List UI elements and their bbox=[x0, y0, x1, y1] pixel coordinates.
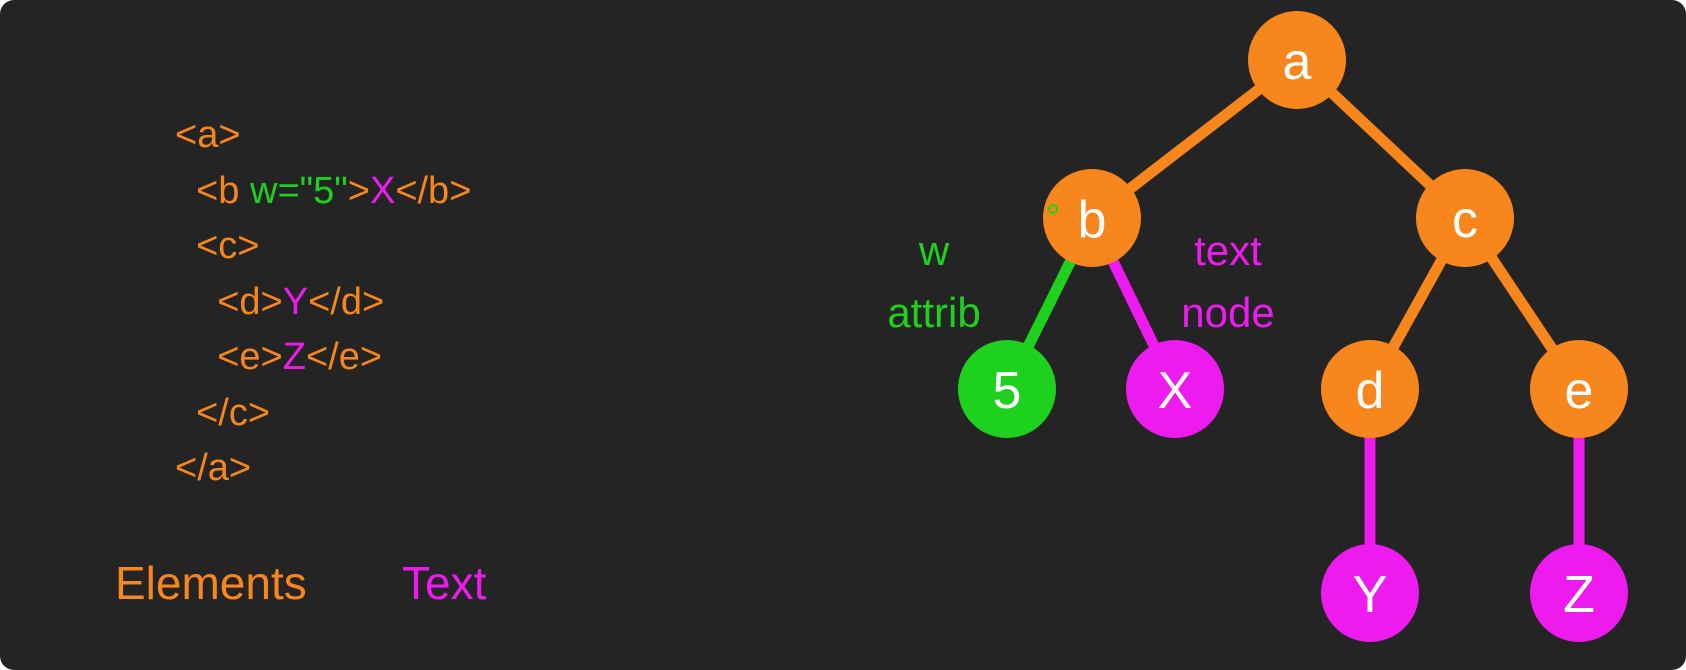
tree-node-circle bbox=[958, 340, 1056, 438]
code-token-element: <c> bbox=[175, 225, 260, 267]
tree-node-label: b bbox=[1078, 191, 1107, 249]
legend-elements: Elements bbox=[115, 557, 307, 609]
text-node-label: text node bbox=[1181, 227, 1274, 336]
code-line: </c> bbox=[175, 386, 471, 442]
tree-node-circle bbox=[1321, 544, 1419, 642]
attrib-label-line: w bbox=[918, 227, 950, 274]
tree-node-label: c bbox=[1452, 191, 1478, 249]
tree-node-circle bbox=[1416, 169, 1514, 267]
code-token-element: <b bbox=[175, 169, 250, 212]
tree-node-label: e bbox=[1565, 362, 1594, 420]
tree-node-circle bbox=[1530, 340, 1628, 438]
tree-node-X: X bbox=[1126, 340, 1224, 438]
code-token-element: <d> bbox=[175, 280, 283, 323]
code-token-text: Z bbox=[282, 336, 306, 378]
tree-node-circle bbox=[1043, 169, 1141, 267]
text-node-label-line: node bbox=[1181, 289, 1274, 336]
attrib-label: w attrib bbox=[887, 227, 980, 336]
code-token-element: </c> bbox=[175, 391, 271, 434]
code-token-element: </e> bbox=[305, 336, 383, 378]
code-line: <d>Y</d> bbox=[175, 275, 471, 331]
tree-node-circle bbox=[1530, 544, 1628, 642]
tree-node-label: 5 bbox=[993, 362, 1022, 420]
tree-node-5: 5 bbox=[958, 340, 1056, 438]
tree-node-a: a bbox=[1248, 11, 1346, 109]
code-line: </a> bbox=[175, 441, 471, 497]
tree-node-label: d bbox=[1356, 362, 1385, 420]
code-token-text: X bbox=[369, 169, 396, 212]
code-token-element: </d> bbox=[308, 280, 385, 323]
tree-node-circle bbox=[1126, 340, 1224, 438]
code-token-element: </b> bbox=[395, 169, 472, 212]
attrib-label-line: attrib bbox=[887, 289, 980, 336]
code-token-element: <a> bbox=[175, 114, 241, 156]
tree-node-circle bbox=[1248, 11, 1346, 109]
code-token-attribute: w="5" bbox=[250, 169, 348, 212]
tree-node-label: Y bbox=[1353, 566, 1388, 624]
tree-node-e: e bbox=[1530, 340, 1628, 438]
code-line: <a> bbox=[175, 108, 471, 164]
cursor-dot bbox=[1048, 204, 1058, 214]
text-node-label-line: text bbox=[1194, 227, 1262, 274]
tree-node-label: X bbox=[1158, 362, 1193, 420]
tree-node-b: b bbox=[1043, 169, 1141, 267]
code-line: <b w="5">X</b> bbox=[175, 164, 471, 220]
tree-node-circle bbox=[1321, 340, 1419, 438]
code-token-text: Y bbox=[282, 280, 309, 323]
tree-node-Y: Y bbox=[1321, 544, 1419, 642]
tree-node-Z: Z bbox=[1530, 544, 1628, 642]
tree-edges bbox=[1001, 54, 1585, 599]
legend-text: Text bbox=[402, 557, 487, 609]
tree-node-label: a bbox=[1283, 33, 1312, 91]
tree-node-label: Z bbox=[1563, 566, 1595, 624]
tree-node-d: d bbox=[1321, 340, 1419, 438]
tree-node-c: c bbox=[1416, 169, 1514, 267]
xml-code-block: <a> <b w="5">X</b> <c> <d>Y</d> <e>Z</e>… bbox=[175, 108, 471, 497]
code-token-element: <e> bbox=[175, 336, 283, 378]
code-line: <e>Z</e> bbox=[175, 330, 471, 386]
code-token-element: </a> bbox=[175, 447, 252, 489]
code-token-element: > bbox=[347, 169, 370, 212]
code-line: <c> bbox=[175, 219, 471, 275]
